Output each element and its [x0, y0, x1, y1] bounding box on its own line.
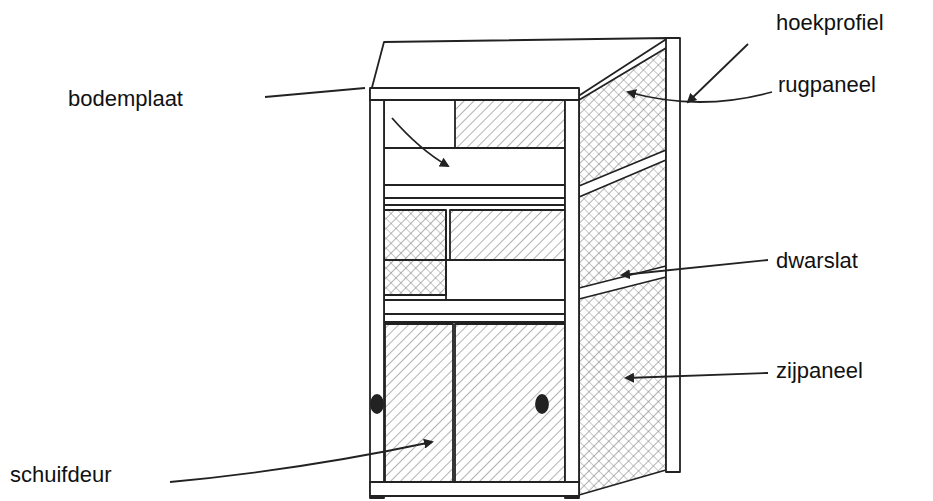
part-label: bodemplaat — [68, 86, 183, 112]
part-label: schuifdeur — [10, 462, 112, 488]
part-label: hoekprofiel — [776, 10, 884, 36]
part-label: rugpaneel — [778, 72, 876, 98]
part-label: zijpaneel — [776, 358, 863, 384]
part-label: dwarslat — [776, 248, 858, 274]
